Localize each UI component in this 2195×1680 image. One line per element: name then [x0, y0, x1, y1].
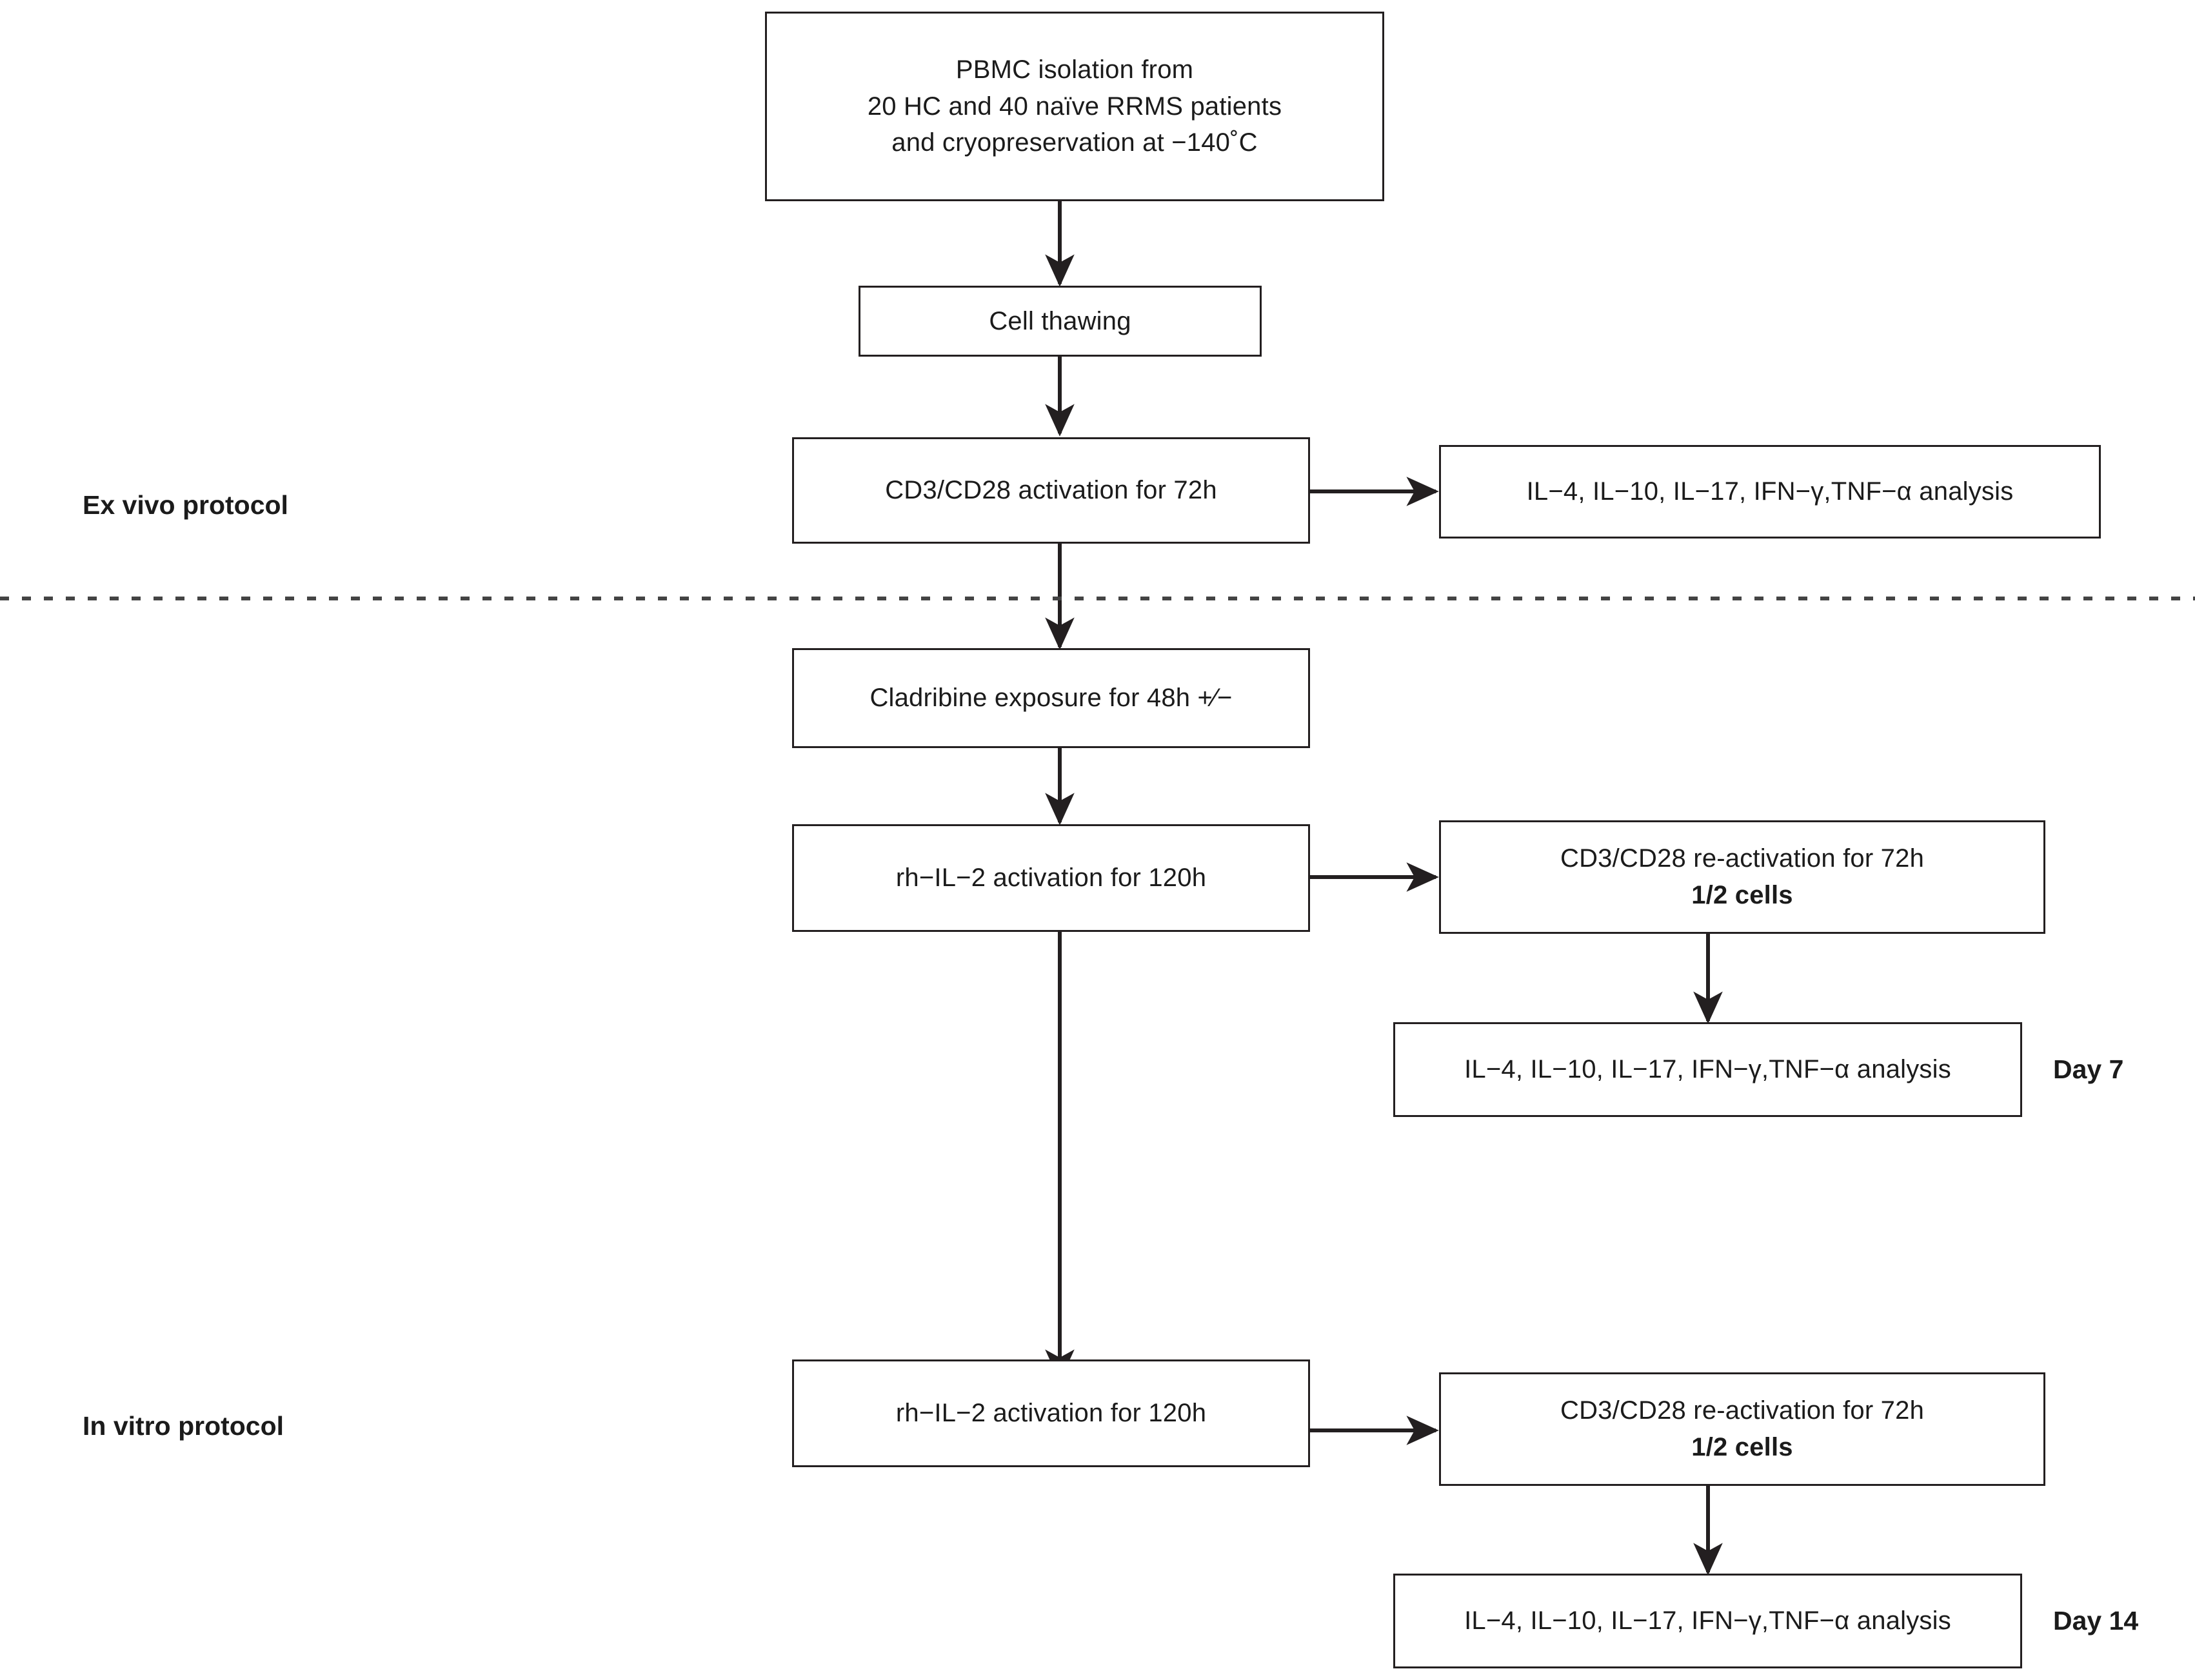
- node-cd3-cd28-activation[interactable]: CD3/CD28 activation for 72h: [792, 437, 1310, 544]
- node-line: PBMC isolation from: [955, 55, 1194, 84]
- node-line: Cladribine exposure for 48h +∕−: [869, 684, 1233, 713]
- node-line: Cell thawing: [989, 306, 1131, 335]
- node-line: rh−IL−2 activation for 120h: [895, 864, 1207, 893]
- node-line: and cryopreservation at −140˚C: [891, 128, 1258, 157]
- node-line-bold: 1/2 cells: [1691, 1433, 1793, 1461]
- node-line: 20 HC and 40 naïve RRMS patients: [867, 92, 1282, 121]
- node-pbmc-isolation[interactable]: PBMC isolation from 20 HC and 40 naïve R…: [765, 12, 1384, 201]
- node-line: CD3/CD28 re-activation for 72h: [1560, 844, 1925, 873]
- node-cladribine-exposure-text: Cladribine exposure for 48h +∕−: [803, 680, 1299, 716]
- node-line: IL−4, IL−10, IL−17, IFN−γ,TNF−α analysis: [1464, 1055, 1951, 1084]
- node-cd3-cd28-reactivation-day14-text: CD3/CD28 re-activation for 72h 1/2 cells: [1450, 1392, 2034, 1466]
- node-cytokine-analysis-exvivo-text: IL−4, IL−10, IL−17, IFN−γ,TNF−α analysis: [1450, 473, 2090, 510]
- node-rhil2-activation-day14-text: rh−IL−2 activation for 120h: [803, 1395, 1299, 1432]
- node-cytokine-analysis-exvivo[interactable]: IL−4, IL−10, IL−17, IFN−γ,TNF−α analysis: [1439, 445, 2101, 539]
- timepoint-label-day-14: Day 14: [2053, 1606, 2139, 1636]
- node-cytokine-analysis-day7[interactable]: IL−4, IL−10, IL−17, IFN−γ,TNF−α analysis: [1393, 1022, 2022, 1117]
- node-rhil2-activation-day7-text: rh−IL−2 activation for 120h: [803, 860, 1299, 896]
- node-line: IL−4, IL−10, IL−17, IFN−γ,TNF−α analysis: [1526, 477, 2014, 506]
- node-cytokine-analysis-day14[interactable]: IL−4, IL−10, IL−17, IFN−γ,TNF−α analysis: [1393, 1574, 2022, 1668]
- node-cell-thawing[interactable]: Cell thawing: [859, 286, 1262, 357]
- node-line-bold: 1/2 cells: [1691, 881, 1793, 909]
- node-cd3-cd28-reactivation-day7[interactable]: CD3/CD28 re-activation for 72h 1/2 cells: [1439, 820, 2045, 934]
- node-line: CD3/CD28 activation for 72h: [885, 476, 1217, 505]
- section-label-in-vitro: In vitro protocol: [83, 1411, 284, 1441]
- node-cd3-cd28-reactivation-day14[interactable]: CD3/CD28 re-activation for 72h 1/2 cells: [1439, 1372, 2045, 1486]
- node-cell-thawing-text: Cell thawing: [869, 303, 1251, 340]
- node-rhil2-activation-day14[interactable]: rh−IL−2 activation for 120h: [792, 1359, 1310, 1467]
- node-line: rh−IL−2 activation for 120h: [895, 1399, 1207, 1428]
- node-cytokine-analysis-day14-text: IL−4, IL−10, IL−17, IFN−γ,TNF−α analysis: [1404, 1603, 2011, 1639]
- node-cd3-cd28-activation-text: CD3/CD28 activation for 72h: [803, 472, 1299, 509]
- node-rhil2-activation-day7[interactable]: rh−IL−2 activation for 120h: [792, 824, 1310, 932]
- timepoint-label-day-7: Day 7: [2053, 1054, 2124, 1084]
- node-cytokine-analysis-day7-text: IL−4, IL−10, IL−17, IFN−γ,TNF−α analysis: [1404, 1051, 2011, 1088]
- node-line: CD3/CD28 re-activation for 72h: [1560, 1396, 1925, 1425]
- node-pbmc-isolation-text: PBMC isolation from 20 HC and 40 naïve R…: [776, 52, 1373, 161]
- node-cladribine-exposure[interactable]: Cladribine exposure for 48h +∕−: [792, 648, 1310, 748]
- node-cd3-cd28-reactivation-day7-text: CD3/CD28 re-activation for 72h 1/2 cells: [1450, 840, 2034, 914]
- node-line: IL−4, IL−10, IL−17, IFN−γ,TNF−α analysis: [1464, 1606, 1951, 1636]
- section-label-ex-vivo: Ex vivo protocol: [83, 490, 288, 520]
